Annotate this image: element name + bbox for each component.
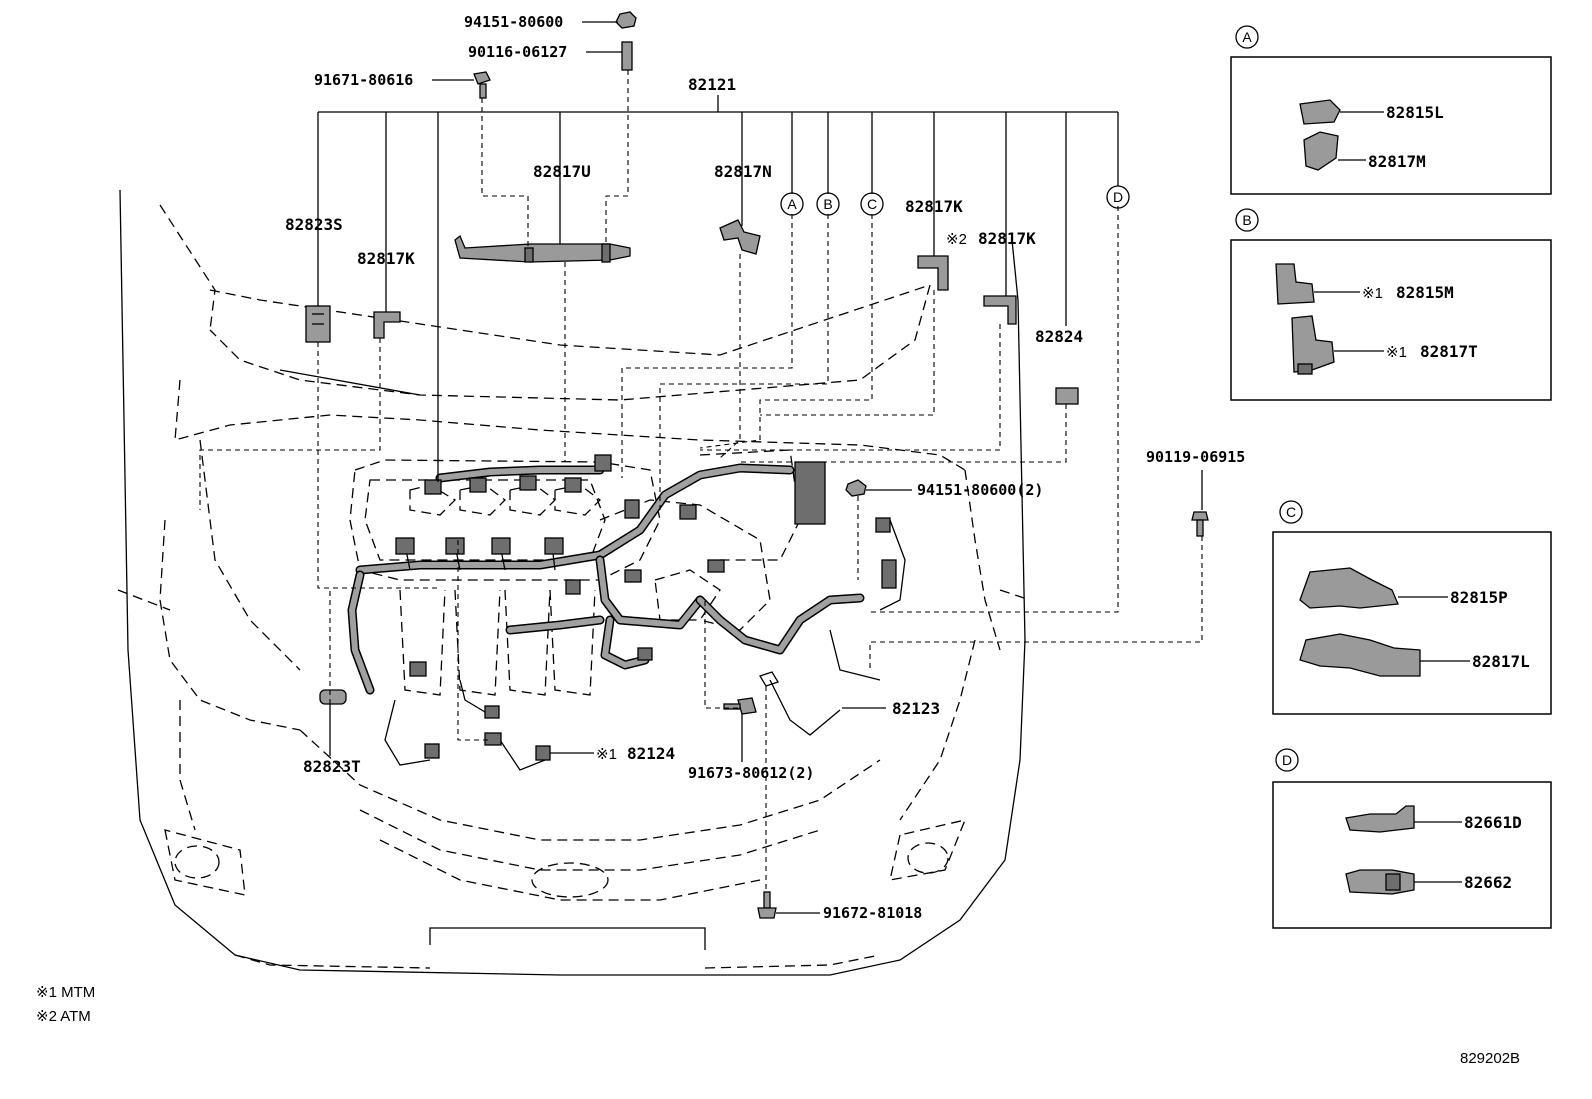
detail-b-part-82815M: 82815M [1396,283,1454,302]
top-parts [305,11,1209,919]
svg-text:A: A [1242,29,1252,45]
detail-a-part-82817M: 82817M [1368,152,1426,171]
detail-a-part-82815L: 82815L [1386,103,1444,122]
detail-box-c: C 82815P 82817L [1272,500,1552,715]
footnote-mtm: ※1 MTM [36,984,95,1001]
part-callouts: 94151-80600 90116-06127 91671-80616 8212… [285,13,1245,922]
detail-b-part-82817T: 82817T [1420,342,1478,361]
svg-text:C: C [867,196,877,212]
mtm-mark: ※1 [596,746,617,763]
callout-82823T: 82823T [303,757,361,776]
detail-c-part-82815P: 82815P [1450,588,1508,607]
callout-82817U: 82817U [533,162,591,181]
callout-82124: 82124 [627,744,675,763]
circle-ref-markers: A B C D [780,185,1130,216]
svg-text:D: D [1282,752,1292,768]
atm-mark: ※2 [946,231,967,248]
detail-b-mtm-mark-2: ※1 [1386,344,1407,361]
callout-94151-80600: 94151-80600 [464,13,563,31]
detail-d-part-82661D: 82661D [1464,813,1522,832]
detail-box-a: A 82815L 82817M [1230,25,1552,195]
callout-82121: 82121 [688,75,736,94]
callout-82823S: 82823S [285,215,343,234]
callout-82817K-right: 82817K [905,197,963,216]
circle-ref-d: D [1106,185,1130,209]
detail-c-part-82817L: 82817L [1472,652,1530,671]
callout-91673-80612-2: 91673-80612(2) [688,764,814,782]
leader-lines [199,21,1203,914]
svg-text:A: A [787,196,797,212]
callout-82123: 82123 [892,699,940,718]
circle-ref-a: A [780,192,804,216]
callout-94151-80600-2: 94151-80600(2) [917,481,1043,499]
detail-box-b: B ※1 82815M ※1 82817T [1230,208,1552,401]
svg-text:D: D [1113,189,1123,205]
svg-text:C: C [1286,504,1296,520]
detail-b-mtm-mark-1: ※1 [1362,285,1383,302]
callout-91671-80616: 91671-80616 [314,71,413,89]
callout-82817K-left: 82817K [357,249,415,268]
callout-82817N: 82817N [714,162,772,181]
footnotes: ※1 MTM ※2 ATM 829202B [36,984,1520,1067]
footnote-atm: ※2 ATM [36,1008,91,1025]
svg-text:B: B [1242,212,1251,228]
circle-ref-c: C [860,192,884,216]
detail-d-part-82662: 82662 [1464,873,1512,892]
engine-wire-harness [319,454,906,771]
svg-text:B: B [823,196,832,212]
callout-90119-06915: 90119-06915 [1146,448,1245,466]
detail-box-d: D 82661D 82662 [1272,748,1552,929]
circle-ref-b: B [816,192,840,216]
diagram-code: 829202B [1460,1050,1520,1067]
callout-82824: 82824 [1035,327,1083,346]
callout-91672-81018: 91672-81018 [823,904,922,922]
callout-90116-06127: 90116-06127 [468,43,567,61]
callout-82817K-atm: 82817K [978,229,1036,248]
